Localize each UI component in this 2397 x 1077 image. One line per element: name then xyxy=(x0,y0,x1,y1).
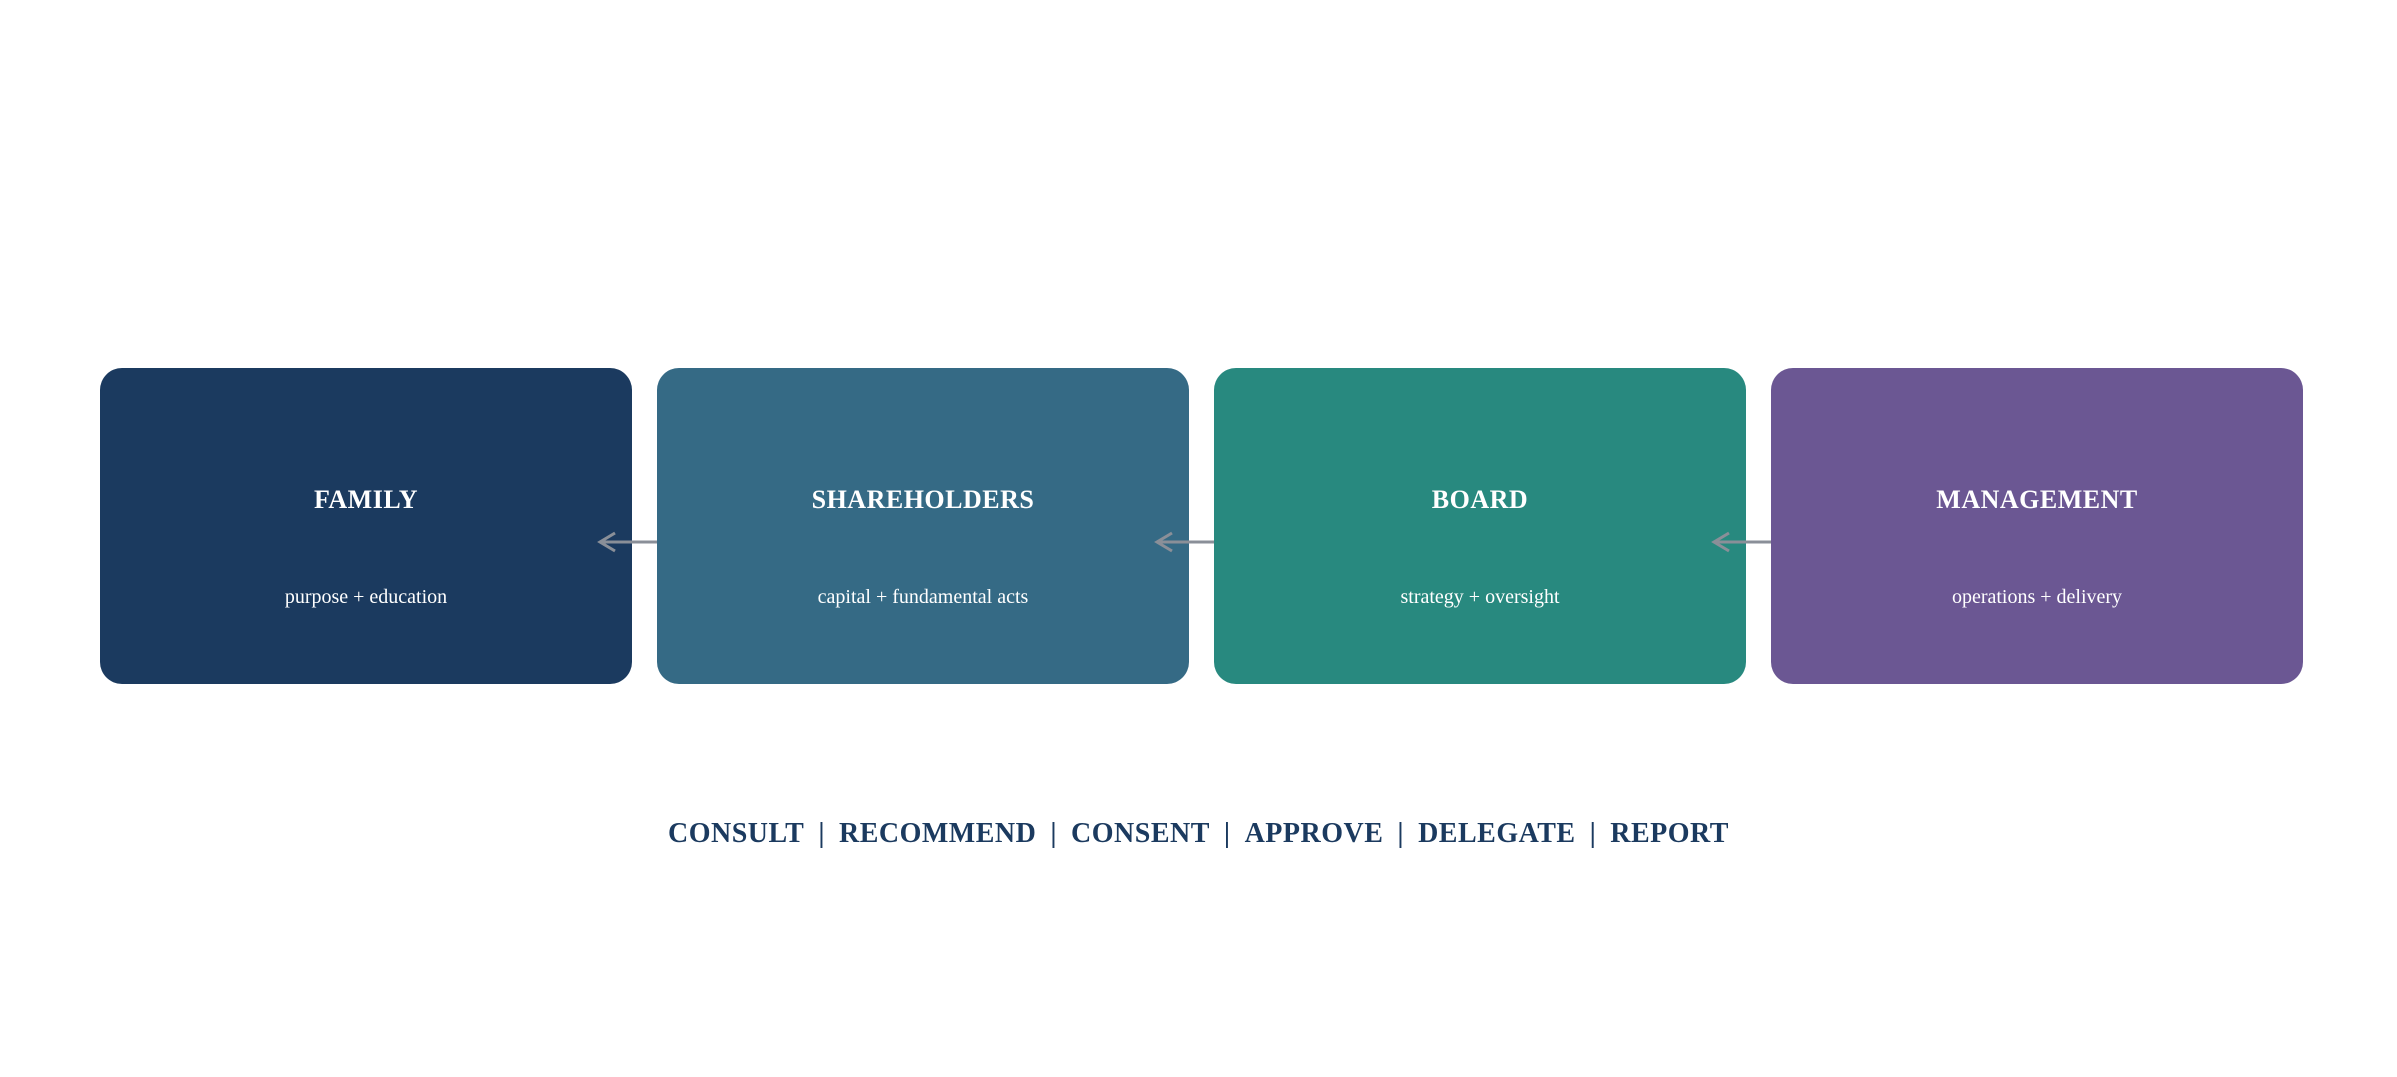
stage-box-board: BOARD strategy + oversight xyxy=(1214,368,1746,684)
action-label: CONSENT xyxy=(1071,818,1210,849)
stage-subtitle: capital + fundamental acts xyxy=(817,586,1029,608)
stage-box-management: MANAGEMENT operations + delivery xyxy=(1771,368,2303,684)
stage-box-shareholders: SHAREHOLDERS capital + fundamental acts xyxy=(657,368,1189,684)
stage-box-family: FAMILY purpose + education xyxy=(100,368,632,684)
action-label: REPORT xyxy=(1610,818,1729,849)
stage-subtitle: purpose + education xyxy=(284,586,448,608)
action-label: APPROVE xyxy=(1244,818,1384,849)
stage-subtitle: operations + delivery xyxy=(1951,586,2123,608)
action-label: RECOMMEND xyxy=(838,818,1037,849)
stage-title: MANAGEMENT xyxy=(1936,485,2138,514)
action-label: CONSULT xyxy=(668,818,805,849)
stage-subtitle: strategy + oversight xyxy=(1400,586,1560,608)
actions-row: CONSULT | RECOMMEND | CONSENT | APPROVE | DELEGA… xyxy=(0,818,2397,850)
stage-title: BOARD xyxy=(1431,485,1529,514)
stage-title: FAMILY xyxy=(313,485,419,514)
action-separator: | xyxy=(1050,818,1058,849)
action-separator: | xyxy=(818,818,825,849)
stage-title: SHAREHOLDERS xyxy=(811,485,1035,514)
action-separator: | xyxy=(1397,818,1405,849)
action-separator: | xyxy=(1589,818,1597,849)
action-label: DELEGATE xyxy=(1418,818,1576,849)
action-separator: | xyxy=(1223,818,1231,849)
